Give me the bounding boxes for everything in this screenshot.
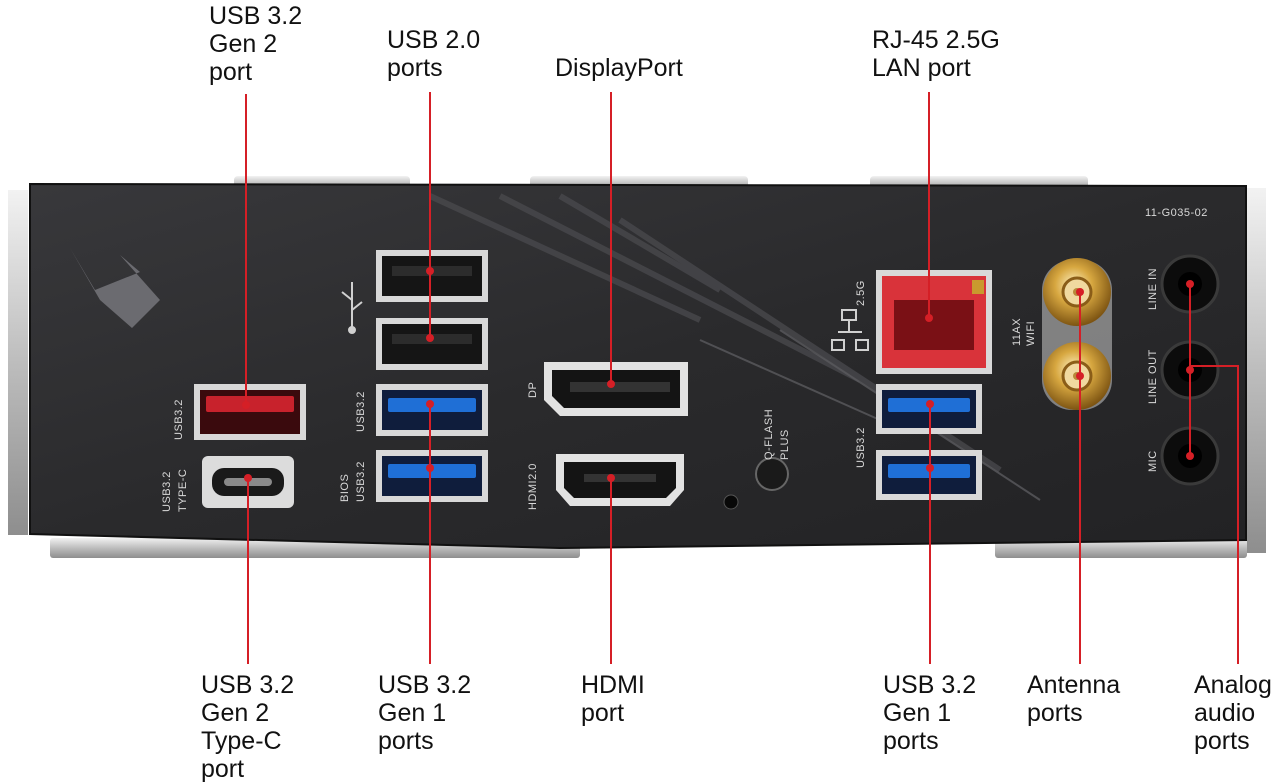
callout-usb32-gen1-ports-left: USB 3.2 Gen 1 ports (378, 671, 472, 755)
callout-hdmi-port: HDMI port (581, 671, 645, 727)
plate-label-lan-speed: 2.5G (855, 280, 867, 306)
aorus-logo-icon (70, 248, 160, 328)
usb32-port-left-bottom (376, 450, 488, 502)
plate-label-line-in: LINE IN (1147, 268, 1159, 310)
plate-label-dp: DP (527, 382, 539, 398)
clear-cmos-hole (723, 494, 739, 510)
callout-usb32-gen1-ports-right: USB 3.2 Gen 1 ports (883, 671, 977, 755)
callout-antenna-ports: Antenna ports (1027, 671, 1121, 727)
displayport-connector (544, 362, 688, 416)
usb20-port-bottom (376, 318, 488, 370)
plate-label-qflash-1: Q-FLASH (763, 409, 775, 460)
callout-usb32-gen2-typec-port: USB 3.2 Gen 2 Type-C port (201, 671, 295, 783)
usb-icon (341, 282, 363, 334)
usb32-gen2-red-port (194, 384, 306, 440)
rj45-lan-connector (876, 270, 992, 374)
plate-label-bios-1: BIOS (339, 474, 351, 502)
plate-label-usb32-right: USB3.2 (855, 427, 867, 468)
plate-label-hdmi: HDMI2.0 (527, 463, 539, 510)
plate-label-typec-2: TYPE-C (177, 469, 189, 512)
plate-label-typec-1: USB3.2 (161, 471, 173, 512)
plate-label-wifi-1: 11AX (1011, 318, 1023, 346)
usb32-port-left-top (376, 384, 488, 436)
plate-label-model-code: 11-G035-02 (1145, 207, 1208, 219)
qflash-button (755, 457, 789, 491)
callout-displayport: DisplayPort (555, 54, 683, 82)
plate-label-mic: MIC (1147, 450, 1159, 472)
plate-label-usb32-mid: USB3.2 (355, 391, 367, 432)
callout-analog-audio-ports: Analog audio ports (1194, 671, 1272, 755)
callout-usb20-ports: USB 2.0 ports (387, 26, 481, 82)
plate-label-qflash-2: PLUS (779, 429, 791, 460)
plate-label-line-out: LINE OUT (1147, 349, 1159, 404)
leader-audio (1190, 365, 1239, 664)
leader-lines (245, 92, 1239, 664)
network-icon (831, 309, 869, 351)
hdmi-connector (556, 454, 684, 506)
callout-usb32-gen2-port: USB 3.2 Gen 2 port (209, 2, 303, 86)
plate-label-bios-2: USB3.2 (355, 461, 367, 502)
plate-stripes (428, 193, 1002, 473)
plate-label-wifi-2: WIFI (1025, 321, 1037, 346)
callout-rj45-lan-port: RJ-45 2.5G LAN port (872, 26, 1000, 82)
usb20-port-top (376, 250, 488, 302)
plate-label-usb32-red: USB3.2 (173, 399, 185, 440)
leader-endpoints (242, 267, 1194, 482)
